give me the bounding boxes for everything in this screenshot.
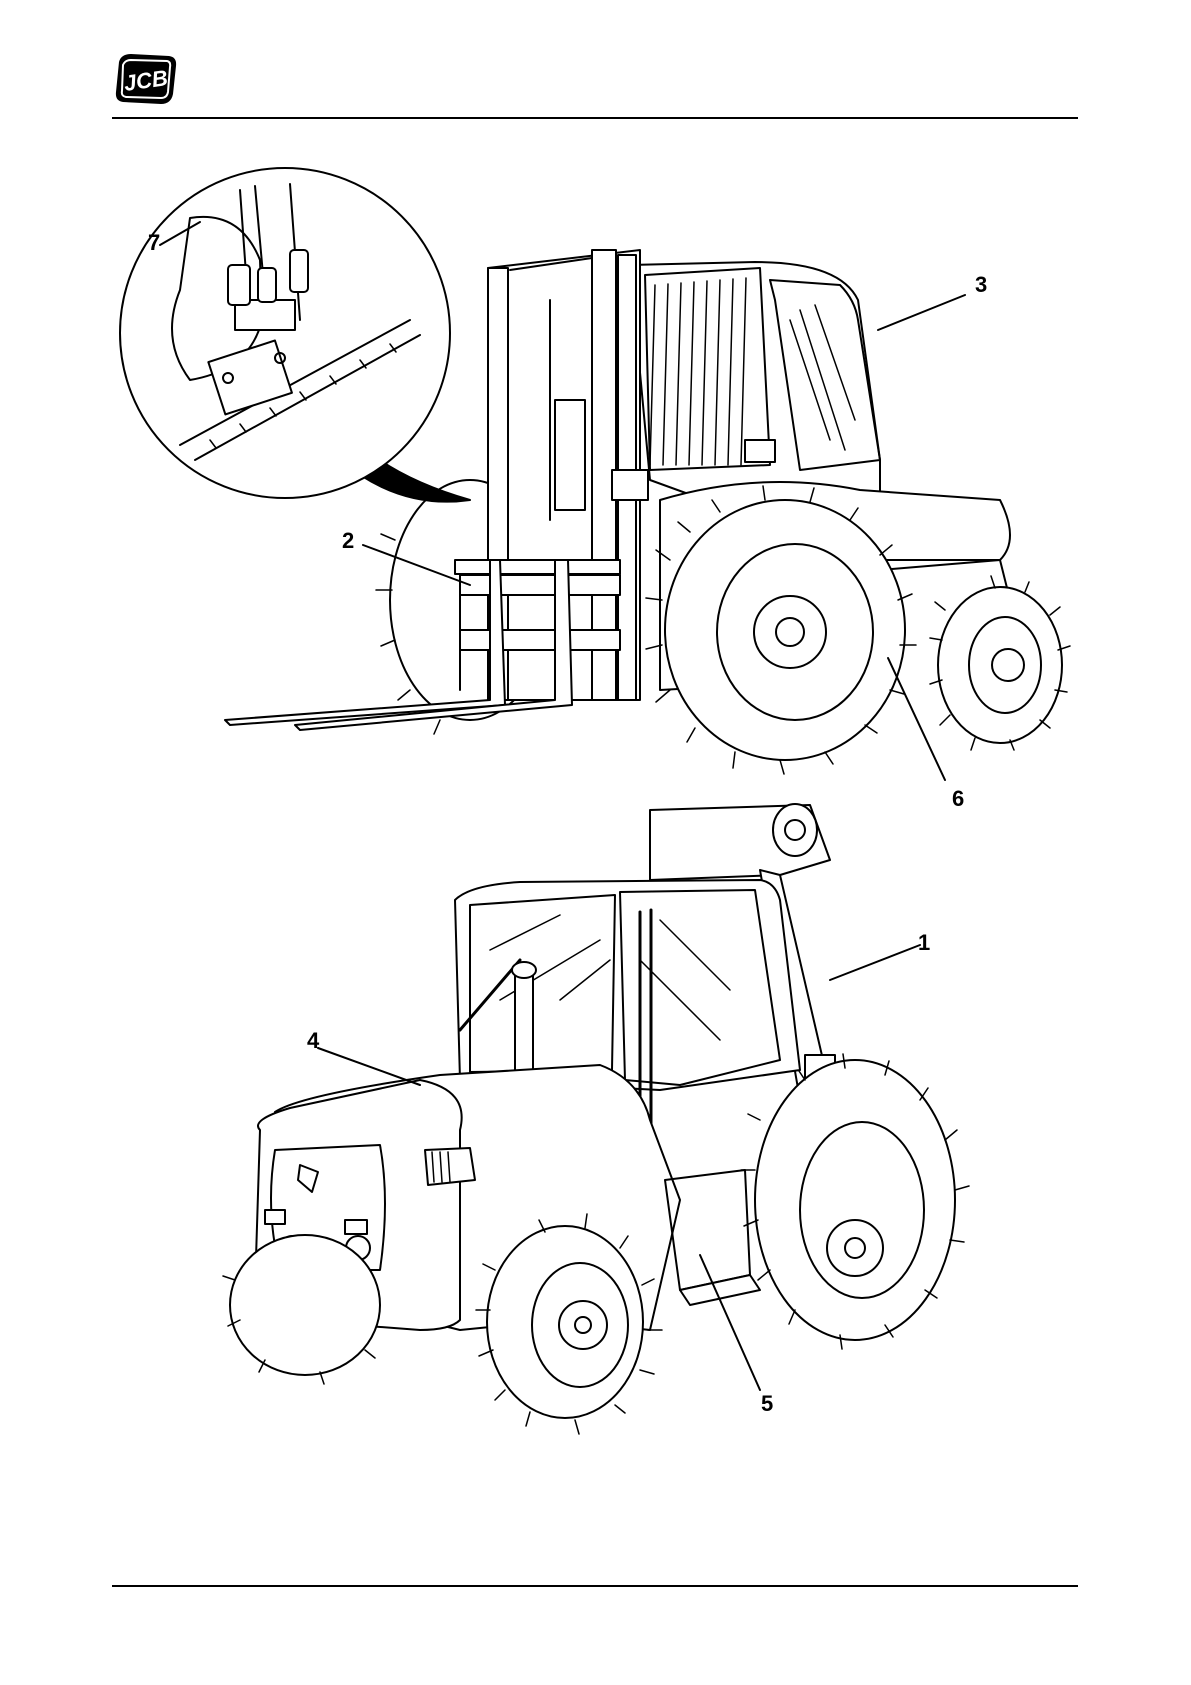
callout-3: 3 [975, 274, 987, 296]
leader-4 [318, 1048, 420, 1085]
leader-6 [888, 658, 945, 780]
callout-2: 2 [342, 530, 354, 552]
leader-3 [878, 295, 965, 330]
callout-7: 7 [148, 232, 160, 254]
callout-5: 5 [761, 1393, 773, 1415]
leader-1 [830, 945, 920, 980]
forklift-rear-view [223, 804, 969, 1434]
callout-6: 6 [952, 788, 964, 810]
callout-4: 4 [307, 1030, 319, 1052]
detail-inset-hydraulic-couplings [120, 168, 450, 498]
callout-1: 1 [918, 932, 930, 954]
